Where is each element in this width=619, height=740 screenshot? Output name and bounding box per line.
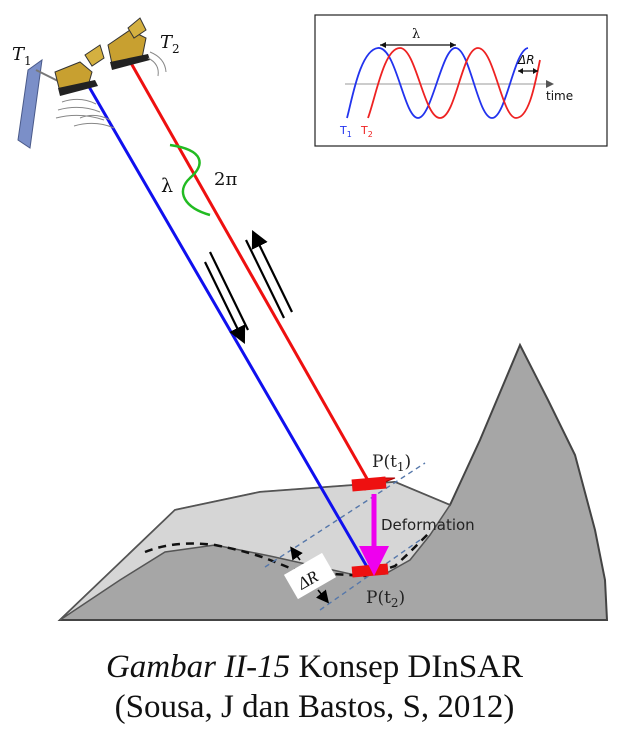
terrain — [57, 342, 609, 621]
terrain-foreground-hill — [59, 481, 452, 621]
outgoing-arrow — [251, 230, 293, 313]
deformation-label: Deformation — [381, 516, 475, 534]
terrain-background-hill — [57, 342, 609, 621]
phase-inset: λ ΔR time T1 T2 — [314, 14, 608, 147]
t1-label: T1 — [12, 44, 32, 68]
t2-label: T2 — [160, 32, 180, 56]
delta-r-arrow-down — [315, 589, 330, 604]
path-t2-line — [125, 55, 372, 485]
inset-wave-t1 — [346, 47, 529, 119]
p-t1-label: P(t1) — [372, 452, 411, 474]
p-t2-label: P(t2) — [366, 588, 405, 610]
satellite-t1-icon — [17, 44, 105, 149]
inset-frame — [314, 14, 608, 147]
inset-delta-r-label: ΔR — [517, 53, 535, 67]
inset-t2-label: T2 — [360, 124, 373, 139]
inset-lambda-label: λ — [412, 27, 420, 42]
dinsar-diagram: ΔR λ 2π P(t1) P(t2) Deformation T1 T2 — [12, 14, 609, 621]
figure-caption-source: (Sousa, J dan Bastos, S, 2012) — [114, 689, 515, 725]
satellite-t2-icon — [73, 17, 167, 129]
figure-title: Konsep DInSAR — [290, 649, 524, 685]
wavelength-curve — [169, 143, 211, 217]
lambda-label: λ — [161, 175, 173, 197]
delta-r-arrow-up — [290, 546, 303, 561]
inset-wave-t2 — [367, 47, 541, 119]
two-pi-label: 2π — [214, 169, 237, 190]
figure-caption-title: Gambar II-15 Konsep DInSAR — [5, 647, 619, 687]
inset-t1-label: T1 — [339, 124, 352, 139]
outgoing-arrow-2 — [245, 239, 285, 319]
delta-r-guide-lower — [319, 539, 421, 611]
figure-ref: Gambar II-15 — [105, 649, 291, 685]
target-p-t1-block — [351, 476, 387, 492]
delta-r-box — [283, 552, 337, 600]
inset-time-label: time — [546, 89, 573, 103]
incoming-arrow-2 — [209, 251, 249, 331]
path-t1-line — [86, 84, 372, 573]
incoming-arrow — [204, 261, 246, 344]
